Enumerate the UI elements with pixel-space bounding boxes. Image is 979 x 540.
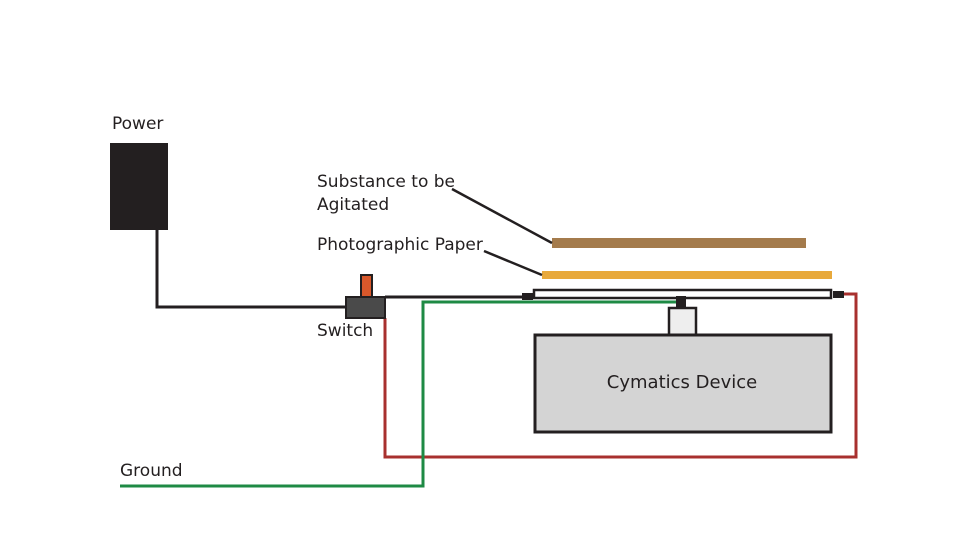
plate-left-terminal bbox=[522, 293, 533, 300]
switch-body bbox=[345, 296, 386, 319]
red-wire bbox=[383, 292, 858, 459]
substance-label-line2: Agitated bbox=[317, 195, 389, 215]
plate-right-terminal bbox=[833, 291, 844, 298]
cymatics-device-label: Cymatics Device bbox=[607, 372, 757, 393]
substance-leader-line bbox=[451, 187, 553, 245]
switch-label: Switch bbox=[317, 321, 373, 341]
power-supply bbox=[110, 143, 168, 230]
power-wire bbox=[155, 230, 347, 309]
photo-paper-leader-line bbox=[483, 249, 543, 277]
ground-wire bbox=[120, 300, 676, 488]
substance-label-line1: Substance to be bbox=[317, 172, 455, 192]
photographic-paper-label: Photographic Paper bbox=[317, 235, 483, 255]
ground-label: Ground bbox=[120, 461, 183, 481]
power-label: Power bbox=[112, 114, 163, 134]
device-post bbox=[667, 306, 698, 337]
switch-toggle bbox=[360, 274, 373, 298]
plate-center-connector bbox=[676, 296, 686, 308]
substance-layer bbox=[552, 238, 806, 248]
photographic-paper-layer bbox=[542, 271, 832, 279]
cymatics-device-box bbox=[533, 333, 833, 434]
